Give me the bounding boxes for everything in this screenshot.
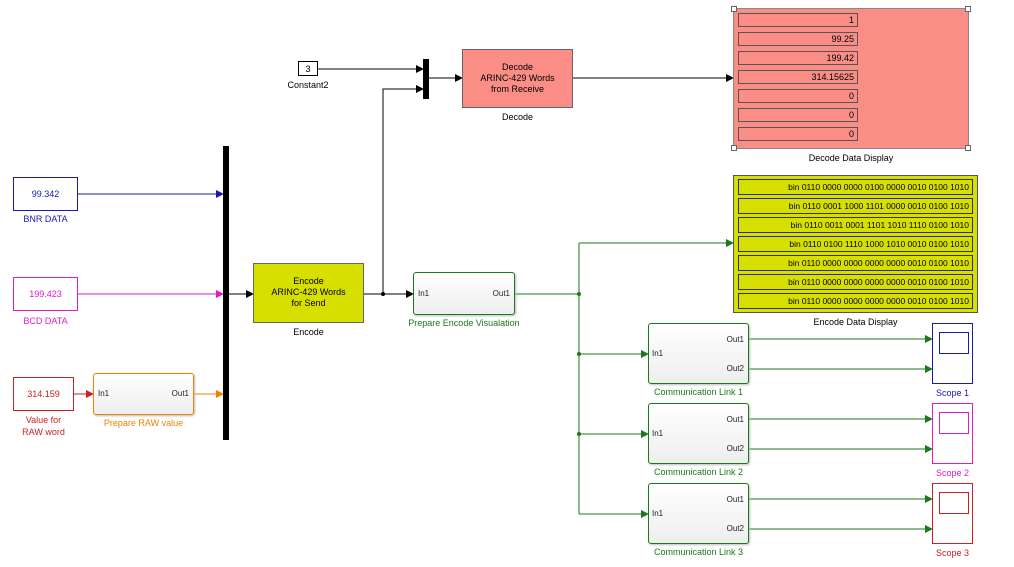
communication-link-3-label: Communication Link 3 (653, 547, 744, 557)
encode-label: Encode (293, 327, 324, 337)
port-out1: Out1 (492, 289, 510, 298)
decode-data-display[interactable]: 1 99.25 199.42 314.15625 0 0 0 (731, 6, 971, 151)
encode-subsystem[interactable]: Encode ARINC-429 Words for Send (253, 263, 364, 323)
encode-title-line3: for Send (291, 298, 326, 308)
scope-3[interactable] (932, 483, 973, 544)
scope-screen-icon (939, 412, 969, 434)
port-in1: In1 (652, 429, 664, 438)
bnr-constant-block[interactable]: 99.342 (13, 177, 78, 211)
branch-dot (577, 292, 581, 296)
display-value: bin 0110 0000 0000 0000 0000 0010 0100 1… (738, 293, 973, 309)
port-out2: Out2 (726, 444, 744, 453)
scope-1[interactable] (932, 323, 973, 384)
display-value: bin 0110 0100 1110 1000 1010 0010 0100 1… (738, 236, 973, 252)
port-in1: In1 (652, 509, 664, 518)
decode-title-line3: from Receive (490, 84, 544, 94)
display-value: 0 (738, 127, 858, 141)
port-in1: In1 (652, 349, 664, 358)
resize-handle[interactable] (731, 6, 737, 12)
communication-link-3[interactable]: In1 Out1 Out2 (648, 483, 749, 544)
raw-label-line2: RAW word (22, 427, 65, 437)
resize-handle[interactable] (965, 145, 971, 151)
port-in1: In1 (98, 389, 110, 398)
prepare-raw-subsystem[interactable]: In1 Out1 (93, 373, 194, 415)
communication-link-1-label: Communication Link 1 (653, 387, 744, 397)
scope-2[interactable] (932, 403, 973, 464)
encode-data-display[interactable]: bin 0110 0000 0000 0100 0000 0010 0100 1… (733, 175, 978, 313)
bcd-label: BCD DATA (23, 316, 68, 326)
branch-dot (577, 432, 581, 436)
scope-screen-icon (939, 492, 969, 514)
display-value: bin 0110 0001 1000 1101 0000 0010 0100 1… (738, 198, 973, 214)
resize-handle[interactable] (731, 145, 737, 151)
display-value: bin 0110 0000 0000 0100 0000 0010 0100 1… (738, 179, 973, 195)
port-out1: Out1 (726, 495, 744, 504)
branch-dot (577, 352, 581, 356)
port-out1: Out1 (171, 389, 189, 398)
wire-encode-to-mux (382, 85, 424, 294)
display-value: 199.42 (738, 51, 858, 65)
encode-display-label: Encode Data Display (813, 317, 898, 327)
scope-3-label: Scope 3 (935, 548, 970, 558)
encode-title-line1: Encode (293, 276, 324, 286)
decode-title-line2: ARINC-429 Words (480, 73, 555, 83)
display-value: 0 (738, 89, 858, 103)
prepare-raw-label: Prepare RAW value (103, 418, 184, 428)
port-out2: Out2 (726, 524, 744, 533)
resize-handle[interactable] (965, 6, 971, 12)
display-value: 1 (738, 13, 858, 27)
encode-title-line2: ARINC-429 Words (271, 287, 346, 297)
port-out2: Out2 (726, 364, 744, 373)
communication-link-1[interactable]: In1 Out1 Out2 (648, 323, 749, 384)
display-value: 99.25 (738, 32, 858, 46)
display-value: 0 (738, 108, 858, 122)
raw-label-line1: Value for (25, 415, 62, 425)
scope-screen-icon (939, 332, 969, 354)
display-value: bin 0110 0000 0000 0000 0000 0010 0100 1… (738, 255, 973, 271)
decode-title-line1: Decode (501, 62, 534, 72)
decode-label: Decode (501, 112, 534, 122)
input-mux[interactable] (223, 146, 229, 440)
display-value: 314.15625 (738, 70, 858, 84)
communication-link-2-label: Communication Link 2 (653, 467, 744, 477)
scope-1-label: Scope 1 (935, 388, 970, 398)
port-out1: Out1 (726, 335, 744, 344)
port-in1: In1 (418, 289, 430, 298)
constant2-block[interactable]: 3 (298, 61, 318, 76)
display-value: bin 0110 0000 0000 0000 0000 0010 0100 1… (738, 274, 973, 290)
bcd-constant-block[interactable]: 199.423 (13, 277, 78, 311)
port-out1: Out1 (726, 415, 744, 424)
constant2-label: Constant2 (287, 80, 329, 90)
prepare-encode-subsystem[interactable]: In1 Out1 (413, 272, 515, 315)
raw-constant-block[interactable]: 314.159 (13, 377, 74, 411)
communication-link-2[interactable]: In1 Out1 Out2 (648, 403, 749, 464)
display-value: bin 0110 0011 0001 1101 1010 1110 0100 1… (738, 217, 973, 233)
decode-subsystem[interactable]: Decode ARINC-429 Words from Receive (462, 49, 573, 108)
scope-2-label: Scope 2 (935, 468, 970, 478)
decode-mux[interactable] (423, 59, 429, 99)
bnr-label: BNR DATA (23, 214, 68, 224)
decode-display-label: Decode Data Display (808, 153, 894, 163)
branch-dot (381, 292, 385, 296)
prepare-encode-label: Prepare Encode Visualation (408, 318, 520, 328)
